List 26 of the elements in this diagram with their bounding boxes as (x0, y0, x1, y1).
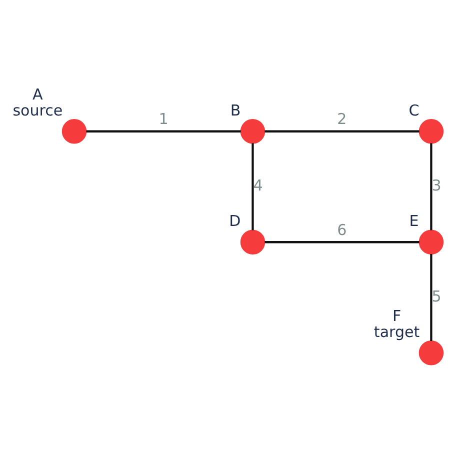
connector (430, 254, 432, 342)
node-label: C (408, 101, 420, 120)
edge-label: 5 (432, 287, 442, 306)
node-circle (418, 340, 444, 366)
edge-label: 3 (432, 176, 442, 195)
edge-label: 1 (158, 110, 168, 128)
connector (430, 143, 432, 230)
node-label: F (392, 306, 402, 325)
node-circle (240, 119, 266, 144)
node-label: E (409, 212, 419, 230)
connector (264, 241, 420, 244)
edge-label: 2 (337, 110, 347, 128)
edge-label: 4 (253, 176, 263, 195)
node-label: source (12, 101, 63, 120)
node-circle (418, 119, 444, 144)
node-label: B (230, 101, 241, 120)
edge-label: 6 (337, 220, 347, 239)
connector (252, 143, 254, 230)
node-circle (62, 119, 87, 144)
node-circle (240, 230, 266, 254)
node-circle (418, 230, 444, 254)
connector (264, 130, 420, 132)
node-label: target (374, 322, 420, 341)
connector (86, 130, 241, 132)
node-label: D (229, 212, 241, 230)
node-label: A (32, 85, 43, 104)
